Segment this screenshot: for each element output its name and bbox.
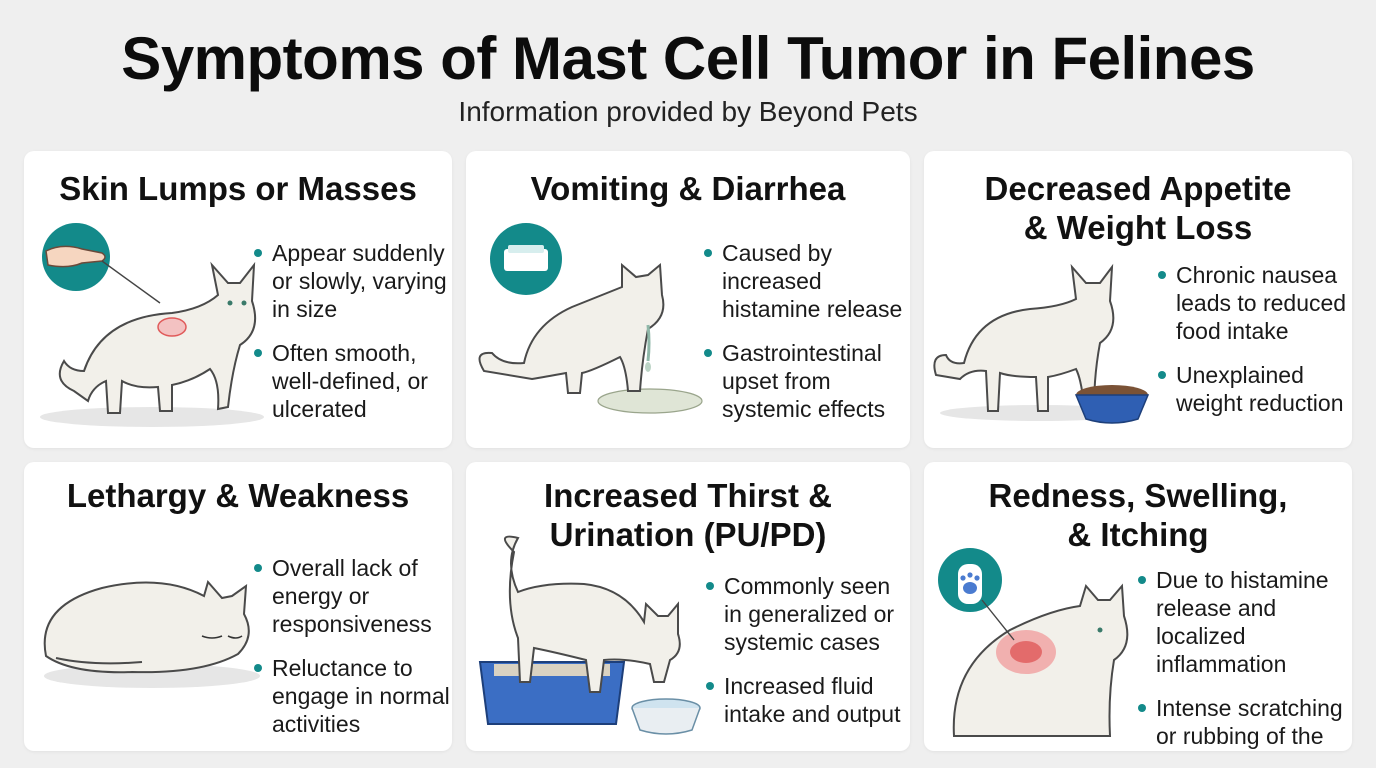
bullet-item: Caused by increased histamine release (704, 239, 908, 323)
bullet-dot-icon (1158, 371, 1166, 379)
bullet-list: Commonly seen in generalized or systemic… (706, 572, 908, 744)
sick-cat-vomiting-illustration (478, 223, 703, 414)
card-vomiting-diarrhea: Vomiting & Diarrhea Caused by increased … (466, 151, 910, 448)
card-title: Vomiting & Diarrhea (466, 169, 910, 208)
card-title-line: Decreased Appetite (984, 170, 1292, 207)
bullet-item: Intense scratching or rubbing of the aff… (1138, 694, 1350, 751)
bullet-dot-icon (254, 564, 262, 572)
page-title: Symptoms of Mast Cell Tumor in Felines (121, 25, 1255, 92)
card-title-line: & Weight Loss (1023, 209, 1253, 246)
bullet-item: Overall lack of energy or responsiveness (254, 554, 450, 638)
bullet-dot-icon (706, 582, 714, 590)
card-title-line: Vomiting & Diarrhea (530, 170, 846, 207)
litter-box-icon (490, 223, 562, 295)
bullet-dot-icon (1158, 271, 1166, 279)
bullet-list: Appear suddenly or slowly, varying in si… (254, 239, 450, 439)
hand-touch-icon (42, 223, 161, 304)
paw-print-icon (938, 548, 1002, 612)
card-title: Lethargy & Weakness (24, 476, 452, 515)
bullet-list: Overall lack of energy or responsiveness… (254, 554, 450, 751)
card-title: Skin Lumps or Masses (24, 169, 452, 208)
bullet-list: Due to histamine release and localized i… (1138, 566, 1350, 751)
card-skin-lumps: Skin Lumps or Masses Appear suddenly or … (24, 151, 452, 448)
bullet-item: Due to histamine release and localized i… (1138, 566, 1350, 678)
card-title-line: Increased Thirst & (544, 477, 832, 514)
card-title: Increased Thirst & Urination (PU/PD) (466, 476, 910, 554)
bullet-item: Often smooth, well-defined, or ulcerated (254, 339, 450, 423)
bullet-list: Chronic nausea leads to reduced food int… (1158, 261, 1350, 433)
bullet-dot-icon (1138, 576, 1146, 584)
cat-in-litter-box-drinking-illustration (478, 535, 701, 735)
bullet-item: Gastrointestinal upset from systemic eff… (704, 339, 908, 423)
sleeping-curled-cat-illustration (43, 579, 260, 688)
card-decreased-appetite: Decreased Appetite & Weight Loss Chronic… (924, 151, 1352, 448)
bullet-item: Reluctance to engage in normal activitie… (254, 654, 450, 738)
bullet-dot-icon (254, 664, 262, 672)
thin-cat-with-food-bowl-illustration (933, 263, 1150, 424)
bullet-item: Chronic nausea leads to reduced food int… (1158, 261, 1350, 345)
bullet-dot-icon (704, 249, 712, 257)
card-title-line: & Itching (1067, 516, 1209, 553)
page-subtitle: Information provided by Beyond Pets (458, 96, 918, 127)
card-redness-swelling-itching: Redness, Swelling, & Itching Due to hist… (924, 462, 1352, 751)
card-title-line: Redness, Swelling, (988, 477, 1288, 514)
bullet-dot-icon (254, 249, 262, 257)
bullet-item: Increased fluid intake and output (706, 672, 908, 728)
card-title: Decreased Appetite & Weight Loss (924, 169, 1352, 247)
bullet-item: Appear suddenly or slowly, varying in si… (254, 239, 450, 323)
card-title-line: Skin Lumps or Masses (59, 170, 417, 207)
bullet-dot-icon (1138, 704, 1146, 712)
card-title-line: Lethargy & Weakness (66, 477, 410, 514)
card-lethargy-weakness: Lethargy & Weakness Overall lack of ener… (24, 462, 452, 751)
water-bowl-icon (631, 698, 701, 735)
standing-cat-with-lump-illustration (40, 223, 264, 427)
bullet-dot-icon (706, 682, 714, 690)
card-increased-thirst: Increased Thirst & Urination (PU/PD) Com… (466, 462, 910, 751)
bullet-list: Caused by increased histamine release Ga… (704, 239, 908, 439)
food-bowl-icon (1074, 385, 1150, 424)
bullet-dot-icon (704, 349, 712, 357)
bullet-item: Commonly seen in generalized or systemic… (706, 572, 908, 656)
bullet-dot-icon (254, 349, 262, 357)
cat-with-red-inflamed-skin-illustration (938, 548, 1129, 737)
bullet-item: Unexplained weight reduction (1158, 361, 1350, 417)
card-title-line: Urination (PU/PD) (549, 516, 827, 553)
card-title: Redness, Swelling, & Itching (924, 476, 1352, 554)
